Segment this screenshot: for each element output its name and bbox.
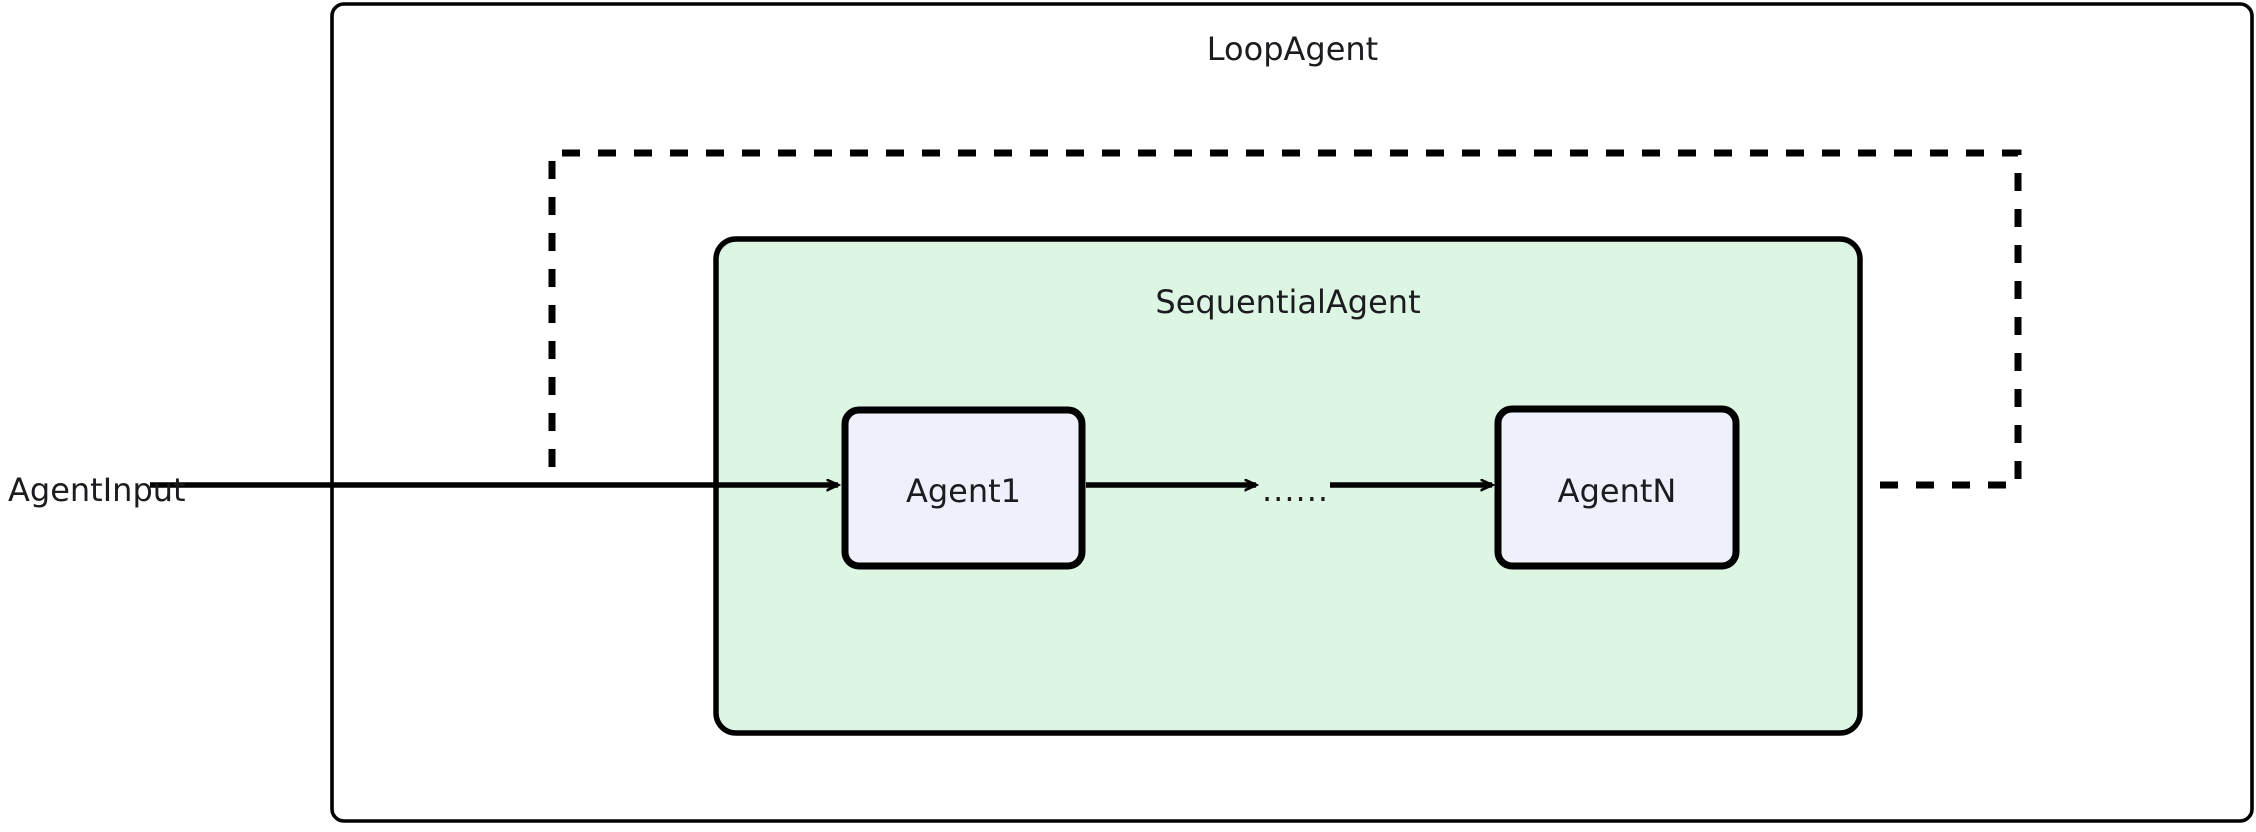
agent-label-agentn: AgentN [1557,472,1677,510]
agent-input-label: AgentInput [8,471,186,509]
loopback-dashed-path [548,149,2022,489]
agent-label-agent1: Agent1 [905,472,1022,510]
agent-node-agentn [1494,405,1740,570]
agent-node-agent1 [841,406,1086,570]
loop-agent-title: LoopAgent [1206,30,1379,68]
ellipsis-label: ...... [1262,471,1330,509]
sequential-agent-title: SequentialAgent [1155,283,1421,321]
